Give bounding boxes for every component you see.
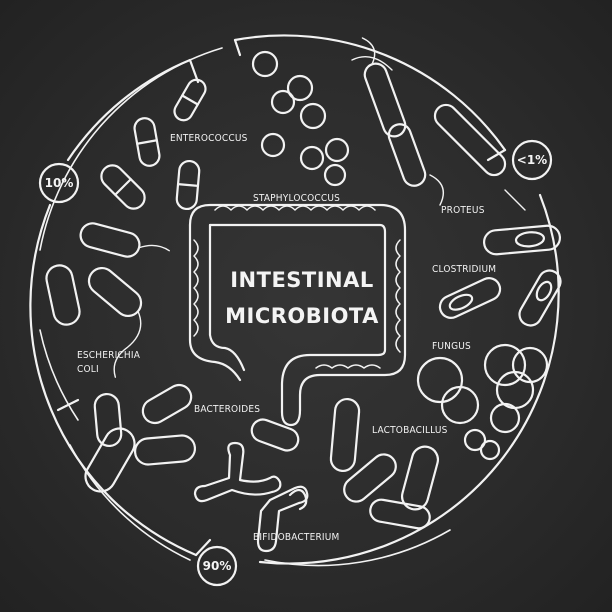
label-lactobacillus: LACTOBACILLUS xyxy=(372,425,448,436)
label-enterococcus: ENTEROCOCCUS xyxy=(170,133,248,144)
label-bifidobacterium: BIFIDOBACTERIUM xyxy=(253,532,340,543)
percent-badge-90 xyxy=(196,545,238,587)
label-proteus: PROTEUS xyxy=(441,205,485,216)
label-bacteroides: BACTEROIDES xyxy=(194,404,261,415)
percentage-top-right: <1% xyxy=(516,153,548,167)
percentage-bottom: 90% xyxy=(202,559,232,573)
label-clostridium: CLOSTRIDIUM xyxy=(432,264,497,275)
enterococcus-cells xyxy=(100,78,207,211)
percentage-top-left: 10% xyxy=(44,176,74,190)
percent-badge-lt1 xyxy=(511,139,553,181)
percent-badge-10 xyxy=(38,162,80,204)
outer-ring xyxy=(29,34,560,567)
label-fungus: FUNGUS xyxy=(432,341,471,352)
lactobacillus-cells xyxy=(329,397,440,530)
intestine-drawing xyxy=(188,203,407,427)
bacteroides-cells xyxy=(84,383,300,493)
title-line2: MICROBIOTA xyxy=(225,304,379,328)
label-staphylococcus: STAPHYLOCOCCUS xyxy=(253,193,341,204)
staphylococcus-cells xyxy=(251,50,350,187)
label-escherichia-line2: COLI xyxy=(77,364,99,375)
label-escherichia-line1: ESCHERICHIA xyxy=(77,350,141,361)
clostridium-cells xyxy=(438,224,562,327)
fungus-cells xyxy=(416,343,549,461)
escherichia-coli-cells xyxy=(45,222,170,378)
title-line1: INTESTINAL xyxy=(230,268,374,292)
proteus-cells xyxy=(351,37,526,211)
bifidobacterium-cells xyxy=(193,441,309,553)
